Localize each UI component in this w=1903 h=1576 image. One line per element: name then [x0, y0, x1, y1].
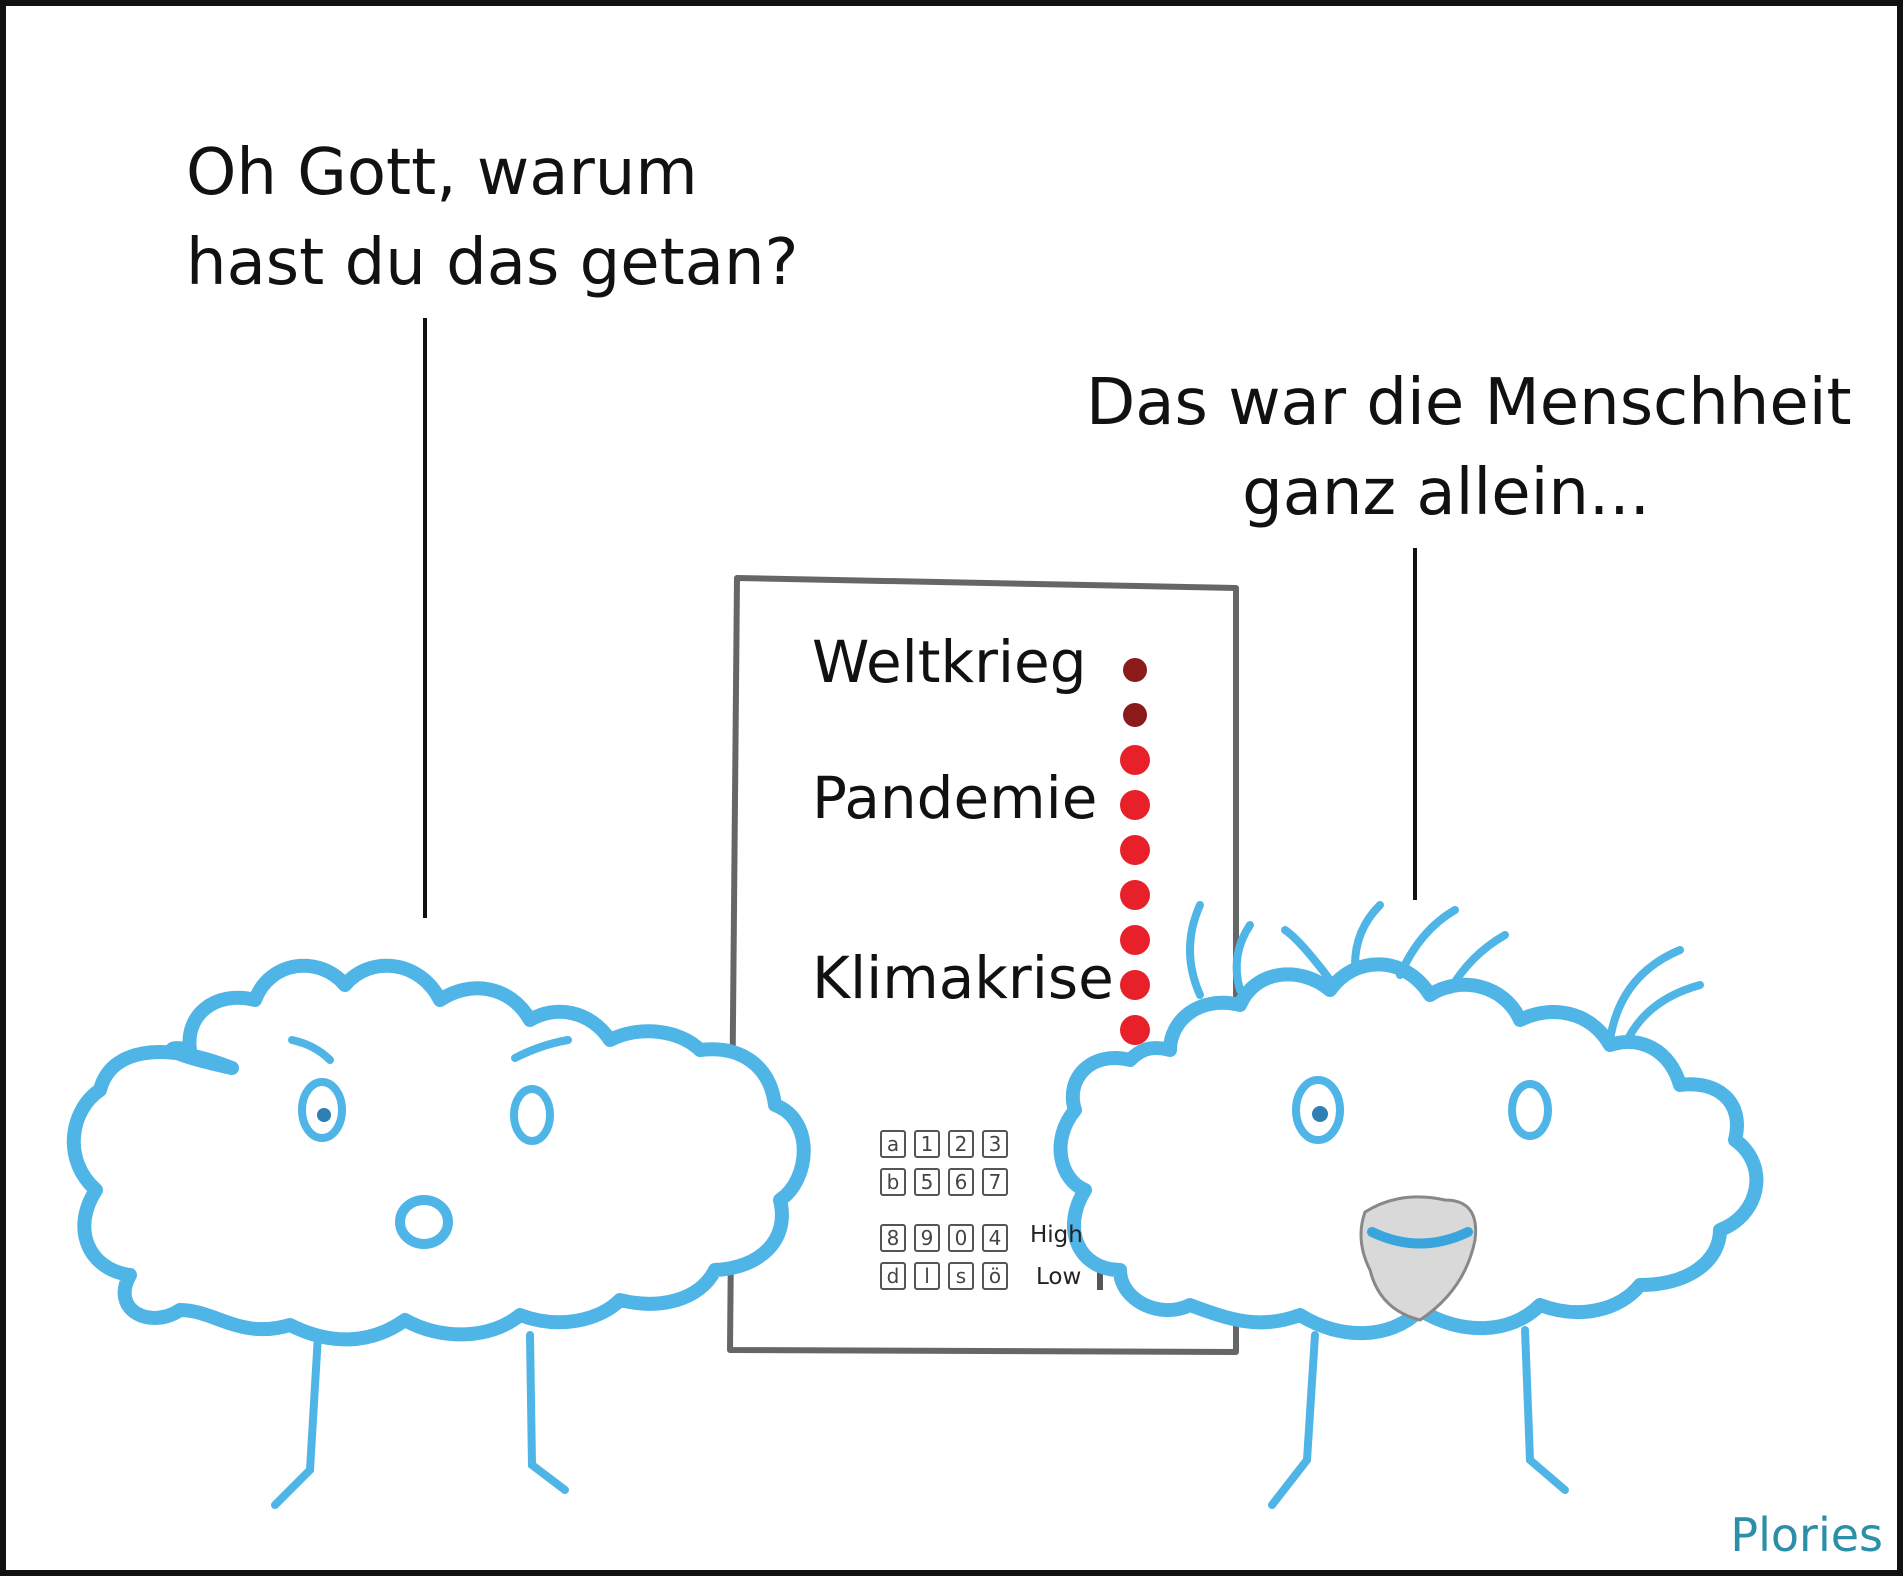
- level-light: [1123, 658, 1147, 682]
- keypad-key: d: [880, 1262, 906, 1290]
- label-pandemie: Pandemie: [812, 764, 1098, 832]
- keypad-key: 2: [948, 1130, 974, 1158]
- left-pupil: [317, 1108, 331, 1122]
- level-lights: [1120, 658, 1150, 1045]
- speech-left-line1: Oh Gott, warum: [186, 136, 698, 210]
- level-light: [1120, 745, 1150, 775]
- right-leg-2: [1521, 1326, 1569, 1494]
- level-light: [1120, 880, 1150, 910]
- right-cloud-character: [1053, 901, 1764, 1509]
- speech-left: Oh Gott, warum hast du das getan?: [186, 128, 798, 308]
- right-eye-2: [1508, 1080, 1552, 1140]
- keypad-key: l: [914, 1262, 940, 1290]
- keypad-key: 8: [880, 1224, 906, 1252]
- left-mouth: [395, 1195, 453, 1249]
- left-eye-2: [510, 1085, 554, 1145]
- keypad-key: 3: [982, 1130, 1008, 1158]
- left-cloud-character: [66, 958, 811, 1509]
- left-leg-1: [271, 1331, 322, 1509]
- right-cloud-body: [1053, 957, 1764, 1341]
- keypad-key: a: [880, 1130, 906, 1158]
- right-pupil: [1312, 1106, 1328, 1122]
- left-eyebrow-1: [288, 1036, 334, 1064]
- left-eyebrow-2: [511, 1036, 572, 1062]
- label-klimakrise: Klimakrise: [812, 944, 1114, 1012]
- keypad-key: 0: [948, 1224, 974, 1252]
- label-high: High: [1030, 1222, 1083, 1248]
- left-cloud-body: [66, 958, 811, 1347]
- right-leg-1: [1268, 1331, 1319, 1509]
- keypad-key: b: [880, 1168, 906, 1196]
- label-weltkrieg: Weltkrieg: [812, 628, 1087, 696]
- keypad-key: 7: [982, 1168, 1008, 1196]
- level-light: [1120, 790, 1150, 820]
- label-low: Low: [1036, 1264, 1082, 1290]
- speech-right-line1: Das war die Menschheit: [1086, 366, 1852, 440]
- speech-right-line2: ganz allein...: [1242, 456, 1650, 530]
- keypad-key: 9: [914, 1224, 940, 1252]
- speech-left-line2: hast du das getan?: [186, 226, 799, 300]
- level-light: [1120, 1015, 1150, 1045]
- keypad-key: 1: [914, 1130, 940, 1158]
- level-light: [1120, 835, 1150, 865]
- level-light: [1120, 970, 1150, 1000]
- keypad-key: 6: [948, 1168, 974, 1196]
- keypad-key: s: [948, 1262, 974, 1290]
- right-beard: [1359, 1195, 1478, 1322]
- right-mouth: [1367, 1227, 1473, 1249]
- artist-signature: Plories: [1730, 1508, 1883, 1562]
- keypad-key: 5: [914, 1168, 940, 1196]
- right-cloud-hair: [1186, 901, 1704, 1049]
- left-leg-2: [526, 1331, 569, 1494]
- level-light: [1123, 703, 1147, 727]
- keypad-key: ö: [982, 1262, 1008, 1290]
- level-light: [1120, 925, 1150, 955]
- speech-right: Das war die Menschheit ganz allein...: [1086, 358, 1852, 538]
- keypad-key: 4: [982, 1224, 1008, 1252]
